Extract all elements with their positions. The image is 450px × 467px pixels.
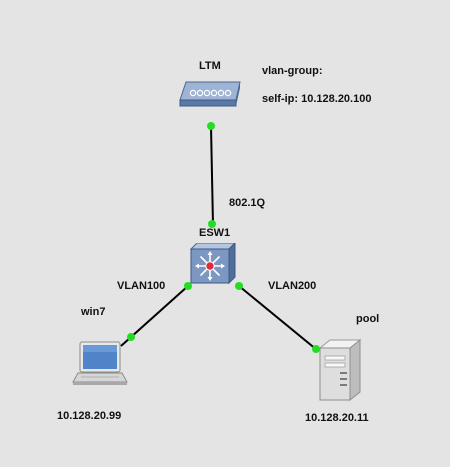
vlan200-link-label: VLAN200 bbox=[268, 280, 317, 292]
win7-ip-label: 10.128.20.99 bbox=[57, 410, 122, 422]
ltm-vlan-group-note: vlan-group: bbox=[262, 65, 323, 77]
win7-host[interactable] bbox=[72, 340, 128, 388]
port-dot-esw1-left bbox=[184, 282, 192, 290]
load-balancer-icon bbox=[179, 81, 241, 107]
win7-label: win7 bbox=[81, 306, 106, 318]
ltm-device[interactable] bbox=[178, 80, 244, 108]
ltm-self-ip-note: self-ip: 10.128.20.100 bbox=[262, 93, 372, 105]
laptop-icon bbox=[72, 341, 128, 385]
pool-server[interactable] bbox=[316, 338, 364, 402]
pool-label: pool bbox=[356, 313, 380, 325]
port-dot-esw1-right bbox=[235, 282, 243, 290]
port-dot-ltm bbox=[207, 122, 215, 130]
pool-ip-label: 10.128.20.11 bbox=[305, 412, 369, 424]
ltm-label: LTM bbox=[199, 60, 221, 72]
vlan100-link-label: VLAN100 bbox=[117, 280, 166, 292]
multilayer-switch-icon bbox=[189, 241, 237, 285]
server-icon bbox=[318, 338, 362, 402]
port-dot-pool bbox=[312, 345, 320, 353]
link-ltm-esw1 bbox=[210, 125, 214, 226]
port-dot-esw1-top bbox=[208, 220, 216, 228]
port-dot-win7 bbox=[127, 333, 135, 341]
link-esw1-pool bbox=[238, 285, 318, 351]
esw1-switch[interactable] bbox=[189, 241, 237, 285]
esw1-label: ESW1 bbox=[199, 227, 231, 239]
trunk-link-label: 802.1Q bbox=[229, 197, 266, 209]
